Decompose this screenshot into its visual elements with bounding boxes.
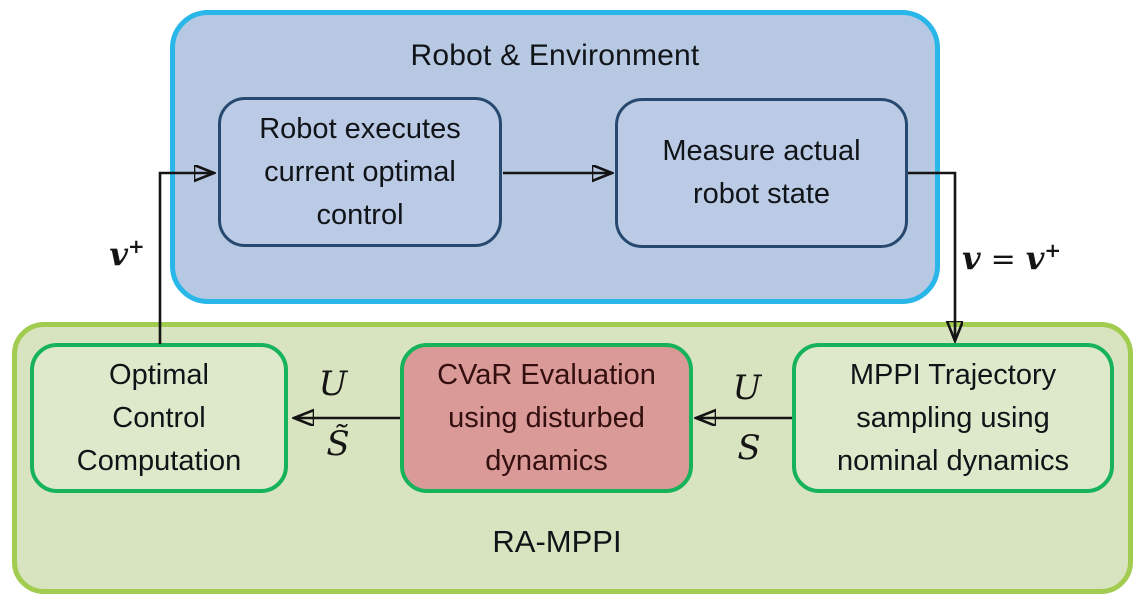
- plus-superscript: +: [127, 234, 145, 258]
- node-optimal-control-label: Optimal Control Computation: [76, 358, 242, 477]
- v-symbol: v: [109, 235, 128, 273]
- v-symbol: v: [962, 239, 981, 277]
- node-optimal-control-computation: Optimal Control Computation: [30, 343, 288, 493]
- edge-label-s-tilde-to-optimal: S̃: [326, 424, 350, 464]
- edge-label-v-plus: v+: [109, 234, 144, 273]
- v-symbol: v: [1025, 239, 1045, 277]
- robot-environment-title: Robot & Environment: [410, 39, 700, 72]
- node-cvar-evaluation: CVaR Evaluation using disturbed dynamics: [400, 343, 693, 493]
- node-mppi-trajectory-sampling: MPPI Trajectory sampling using nominal d…: [792, 343, 1114, 493]
- node-robot-executes-label: Robot executes current optimal control: [259, 112, 461, 231]
- edge-label-u-to-cvar: U: [732, 368, 762, 408]
- edge-label-s-to-cvar: S: [737, 428, 761, 468]
- node-mppi-sampling-label: MPPI Trajectory sampling using nominal d…: [836, 358, 1070, 477]
- edge-label-u-to-optimal: U: [318, 364, 348, 404]
- node-measure-robot-state: Measure actual robot state: [615, 98, 908, 248]
- node-cvar-evaluation-label: CVaR Evaluation using disturbed dynamics: [437, 358, 656, 477]
- equals-sign: =: [990, 242, 1016, 277]
- node-measure-state-label: Measure actual robot state: [662, 135, 861, 210]
- edge-label-v-equals-v-plus: v=v+: [962, 238, 1061, 277]
- node-robot-executes-control: Robot executes current optimal control: [218, 97, 502, 247]
- plus-superscript: +: [1044, 238, 1062, 262]
- ra-mppi-title: RA-MPPI: [492, 524, 622, 559]
